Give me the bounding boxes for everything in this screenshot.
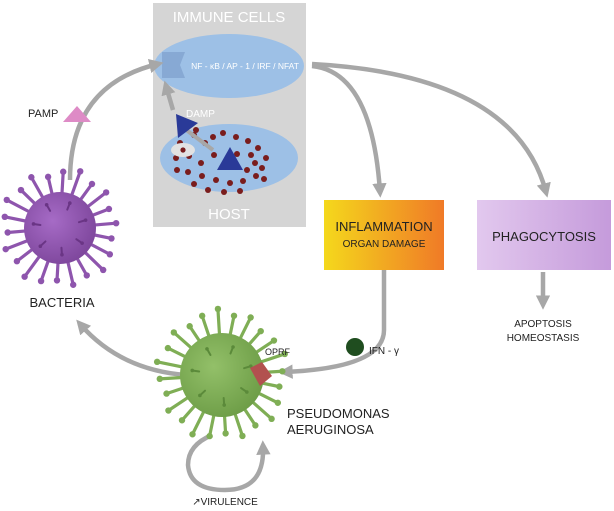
inflammation-label: INFLAMMATION bbox=[335, 219, 432, 234]
ifn-gamma-group: IFN - γ bbox=[346, 338, 399, 357]
organ-damage-label: ORGAN DAMAGE bbox=[343, 239, 426, 250]
phagocytosis-label: PHAGOCYTOSIS bbox=[492, 229, 596, 244]
oprf-label: OPRF bbox=[265, 347, 291, 357]
virulence-loop-arrow bbox=[185, 432, 271, 493]
apoptosis-label: APOPTOSIS bbox=[514, 319, 572, 330]
pseudomonas-icon bbox=[153, 305, 288, 440]
pamp-label: PAMP bbox=[28, 108, 58, 120]
immune-host-panel: IMMUNE CELLS NF - κB / AP - 1 / IRF / NF… bbox=[153, 3, 306, 227]
immune-to-phagocytosis-arrow bbox=[311, 61, 551, 198]
phagocytosis-box: PHAGOCYTOSIS bbox=[477, 200, 611, 270]
damp-label: DAMP bbox=[186, 109, 215, 120]
pamp-group: PAMP bbox=[28, 106, 91, 122]
apoptosis-group: APOPTOSIS HOMEOSTASIS bbox=[507, 319, 580, 344]
homeostasis-label: HOMEOSTASIS bbox=[507, 333, 580, 344]
pseudomonas-to-bacteria-arrow bbox=[76, 319, 187, 378]
bacteria-group: BACTERIA bbox=[1, 168, 120, 310]
host-triangle-icon bbox=[217, 147, 243, 170]
immune-cell-ellipse bbox=[154, 34, 304, 98]
inflammation-to-pseudomonas-arrow bbox=[278, 268, 387, 379]
ifn-gamma-label: IFN - γ bbox=[369, 346, 399, 357]
aeruginosa-label: AERUGINOSA bbox=[287, 422, 374, 437]
host-label: HOST bbox=[208, 206, 250, 223]
nfkb-label: NF - κB / AP - 1 / IRF / NFAT bbox=[191, 61, 299, 71]
damp-triangle-icon bbox=[176, 114, 198, 138]
bacteria-icon bbox=[1, 168, 120, 288]
bacteria-label: BACTERIA bbox=[29, 295, 94, 310]
immune-to-inflammation-arrow bbox=[311, 63, 387, 198]
inflammation-box: INFLAMMATION ORGAN DAMAGE bbox=[324, 200, 444, 270]
immune-cells-label: IMMUNE CELLS bbox=[173, 9, 286, 26]
bacteria-to-immune-arrow bbox=[67, 59, 164, 181]
virulence-label: ↗VIRULENCE bbox=[192, 497, 258, 508]
damp-to-immune-arrow bbox=[161, 80, 176, 111]
oprf-receptor-icon bbox=[250, 362, 272, 386]
pseudomonas-group: OPRF PSEUDOMONAS AERUGINOSA bbox=[153, 305, 390, 440]
pseudomonas-label: PSEUDOMONAS bbox=[287, 406, 390, 421]
receptor-icon bbox=[162, 52, 185, 78]
ifn-gamma-circle-icon bbox=[346, 338, 364, 356]
pamp-triangle-icon bbox=[63, 106, 91, 122]
flow-arrows bbox=[67, 59, 551, 493]
